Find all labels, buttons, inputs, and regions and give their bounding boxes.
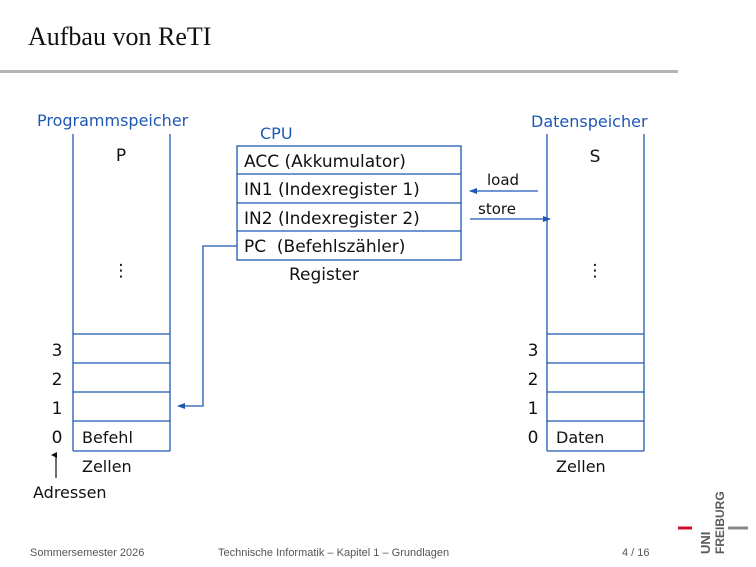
data-memory-label: Datenspeicher: [531, 112, 648, 131]
program-memory-name: P: [116, 146, 126, 166]
pc-pointer-arrow: [177, 245, 237, 409]
data-memory-name: S: [590, 147, 601, 167]
data-memory-address: 3: [528, 341, 539, 361]
slide-title: Aufbau von ReTI: [28, 22, 212, 51]
register-pc: PC (Befehlszähler): [244, 237, 405, 257]
register-in1: IN1 (Indexregister 1): [244, 180, 420, 200]
data-memory-cell-0: Daten: [556, 428, 604, 447]
program-memory-address: 3: [52, 341, 63, 361]
program-memory-ellipsis: ⋮: [113, 261, 130, 281]
uni-freiburg-logo: UNI FREIBURG: [678, 491, 748, 554]
footer-semester: Sommersemester 2026: [30, 547, 145, 559]
registers-label: Register: [289, 265, 359, 285]
register-in2: IN2 (Indexregister 2): [244, 209, 420, 229]
data-memory-address: 2: [528, 370, 539, 390]
load-label: load: [487, 171, 519, 189]
reti-diagram: Programmspeicher P ⋮ 3 2 1 0 Befehl Zell…: [33, 111, 648, 502]
program-memory-label: Programmspeicher: [37, 111, 189, 130]
program-memory-cell-0: Befehl: [82, 428, 133, 447]
footer-page-number: 4 / 16: [622, 547, 650, 559]
logo-text-freiburg: FREIBURG: [713, 491, 727, 554]
cpu-label: CPU: [260, 124, 293, 143]
data-memory-address: 1: [528, 399, 539, 419]
address-label: Adressen: [33, 483, 107, 502]
logo-text-uni: UNI: [698, 532, 713, 554]
program-memory-address: 1: [52, 399, 63, 419]
data-memory-ellipsis: ⋮: [587, 261, 604, 281]
program-memory-cells-label: Zellen: [82, 457, 132, 476]
data-memory-address: 0: [528, 428, 539, 448]
data-memory-cells-label: Zellen: [556, 457, 606, 476]
program-memory-address: 2: [52, 370, 63, 390]
register-acc: ACC (Akkumulator): [244, 152, 406, 172]
store-label: store: [478, 200, 516, 218]
program-memory-address: 0: [52, 428, 63, 448]
footer-course: Technische Informatik – Kapitel 1 – Grun…: [218, 547, 450, 559]
title-divider: [0, 70, 678, 73]
